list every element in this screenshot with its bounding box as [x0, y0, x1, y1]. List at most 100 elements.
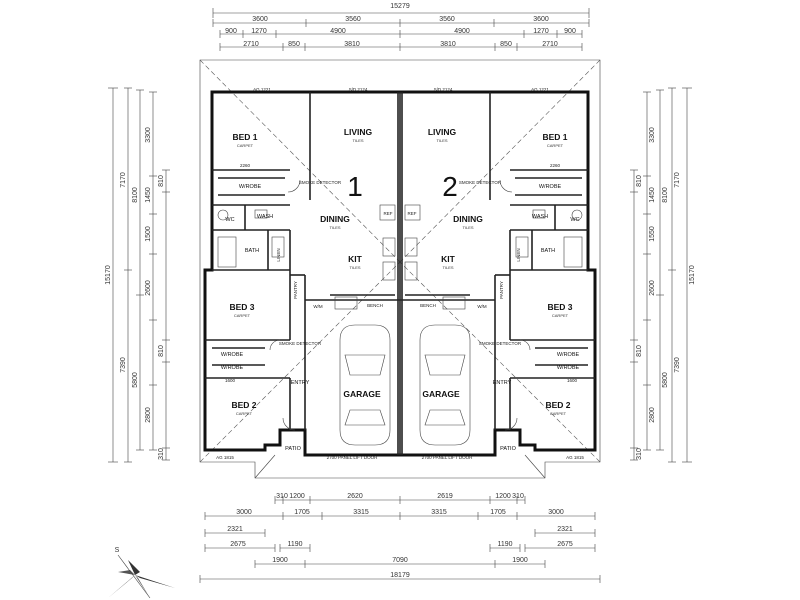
right-dimensions: 15170 7170 7390 8100 5800 3300 1450 1550… — [630, 87, 696, 463]
dim-right-c3-2: 5800 — [662, 372, 669, 388]
dim-top-r2-1: 3600 — [252, 16, 268, 23]
dim-bot-r2-2: 1705 — [294, 509, 310, 516]
unit-number-1: 1 — [347, 171, 363, 202]
dim-bot-overall: 18179 — [390, 572, 410, 579]
dim-left-c3-1: 8100 — [132, 187, 139, 203]
svg-text:CARPET: CARPET — [237, 143, 254, 148]
garage-door-left: 2700 PANEL LIFT DOOR — [327, 455, 378, 460]
ref-left: REF — [384, 211, 393, 216]
dim-bot-r3-2: 2321 — [557, 526, 573, 533]
room-entry-left: ENTRY — [291, 380, 310, 386]
dim-right-c5-3: 310 — [636, 448, 643, 460]
bottom-dimensions: 310 1200 2620 2619 1200 310 3000 1705 33… — [199, 493, 601, 583]
dim-bot-r1-4: 2619 — [437, 493, 453, 500]
dim-right-c2-2: 7390 — [674, 357, 681, 373]
dim-top-r4-1: 2710 — [243, 41, 259, 48]
svg-text:TILES: TILES — [442, 265, 453, 270]
dim-left-c4-2: 1450 — [145, 187, 152, 203]
room-wrobe-left-2: W/ROBE — [221, 352, 244, 358]
svg-text:CARPET: CARPET — [236, 411, 253, 416]
car-icon-left — [339, 324, 391, 446]
dim-left-c4-3: 1500 — [145, 226, 152, 242]
dim-bot-r1-3: 2620 — [347, 493, 363, 500]
dim-left-c4-5: 2800 — [145, 407, 152, 423]
dim-left-c5-1: 810 — [158, 175, 165, 187]
wm-right: W/M — [477, 304, 486, 309]
room-bed2-right: BED 2 — [545, 400, 570, 410]
svg-text:CARPET: CARPET — [550, 411, 567, 416]
dim-bot-r2-5: 1705 — [490, 509, 506, 516]
svg-text:1600: 1600 — [225, 378, 236, 383]
dim-left-c3-2: 5800 — [132, 372, 139, 388]
dim-right-c5-2: 810 — [636, 345, 643, 357]
dim-bot-r1-6: 310 — [512, 493, 524, 500]
room-garage-left: GARAGE — [343, 389, 381, 399]
room-kit-left: KIT — [348, 254, 363, 264]
ag-top-left: AG 1221 — [253, 87, 271, 92]
dim-top-r2-2: 3560 — [345, 16, 361, 23]
internal-walls-unit1 — [205, 92, 400, 431]
room-wc-left: WC — [225, 217, 234, 223]
dim-bot-r1-5: 1200 — [495, 493, 511, 500]
room-living-right: LIVING — [428, 127, 457, 137]
room-wrobe-right: W/ROBE — [539, 184, 562, 190]
room-bed1-left: BED 1 — [232, 132, 257, 142]
dim-left-c4-4: 2600 — [145, 280, 152, 296]
dim-left-c4-1: 3300 — [145, 127, 152, 143]
room-bath-left: BATH — [245, 248, 259, 254]
room-wash-left: WASH — [257, 214, 273, 220]
dim-top-r3-5: 1270 — [533, 28, 549, 35]
dim-bot-r4-3: 1190 — [497, 541, 512, 548]
unit-number-2: 2 — [442, 171, 458, 202]
dim-top-r4-2: 850 — [288, 41, 300, 48]
room-pantry-right: PANTRY — [499, 281, 504, 299]
dim-bot-r5-3: 1900 — [512, 557, 528, 564]
dim-right-c4-2: 1450 — [649, 187, 656, 203]
ag-bottom-right: AG 1815 — [566, 455, 584, 460]
room-bath-right: BATH — [541, 248, 555, 254]
room-wrobe-right-2: W/ROBE — [557, 352, 580, 358]
dim-left-overall: 15170 — [105, 265, 112, 285]
car-icon-right — [419, 324, 471, 446]
svg-text:CARPET: CARPET — [234, 313, 251, 318]
room-linen-left: LINEN — [276, 248, 281, 261]
room-labels-unit2: BED 1 CARPET 2260 LIVING TILES W/ROBE SM… — [408, 87, 585, 460]
room-linen-right: LINEN — [516, 248, 521, 261]
compass-label: S — [115, 547, 120, 554]
svg-text:TILES: TILES — [462, 225, 473, 230]
dim-top-r3-2: 1270 — [251, 28, 267, 35]
dim-top-r4-5: 850 — [500, 41, 512, 48]
svg-text:2260: 2260 — [240, 163, 251, 168]
room-kit-right: KIT — [441, 254, 456, 264]
dim-top-r4-6: 2710 — [542, 41, 558, 48]
dim-bot-r2-4: 3315 — [431, 509, 447, 516]
dim-top-overall: 15279 — [390, 3, 410, 10]
ref-right: REF — [408, 211, 417, 216]
dim-bot-r4-1: 2675 — [230, 541, 246, 548]
room-labels-unit1: BED 1 CARPET 2260 LIVING TILES W/ROBE SM… — [216, 87, 393, 460]
room-wrobe-left: W/ROBE — [239, 184, 262, 190]
dim-top-r3-6: 900 — [564, 28, 576, 35]
dim-top-r3-4: 4900 — [454, 28, 470, 35]
room-wrobe-right-3: W/ROBE — [557, 365, 580, 371]
room-bed1-right: BED 1 — [542, 132, 567, 142]
internal-walls-unit2 — [400, 92, 595, 431]
dim-top-r2-3: 3560 — [439, 16, 455, 23]
svg-text:2260: 2260 — [550, 163, 561, 168]
wm-left: W/M — [313, 304, 322, 309]
room-patio-right: PATIO — [500, 446, 516, 452]
dim-left-c2-2: 7390 — [120, 357, 127, 373]
svg-text:SMOKE DETECTOR: SMOKE DETECTOR — [479, 341, 522, 346]
dim-bot-r1-2: 1200 — [289, 493, 305, 500]
room-entry-right: ENTRY — [493, 380, 512, 386]
dim-bot-r4-2: 1190 — [287, 541, 302, 548]
dim-left-c2-1: 7170 — [120, 172, 127, 188]
dim-top-r4-4: 3810 — [440, 41, 456, 48]
room-dining-right: DINING — [453, 214, 483, 224]
dim-bot-r2-6: 3000 — [548, 509, 564, 516]
external-walls — [203, 90, 597, 457]
sd-left: S/D 2124 — [349, 87, 368, 92]
top-dimensions: 15279 3600 3560 3560 3600 900 1270 4900 … — [212, 3, 590, 51]
svg-text:SMOKE DETECTOR: SMOKE DETECTOR — [459, 180, 502, 185]
